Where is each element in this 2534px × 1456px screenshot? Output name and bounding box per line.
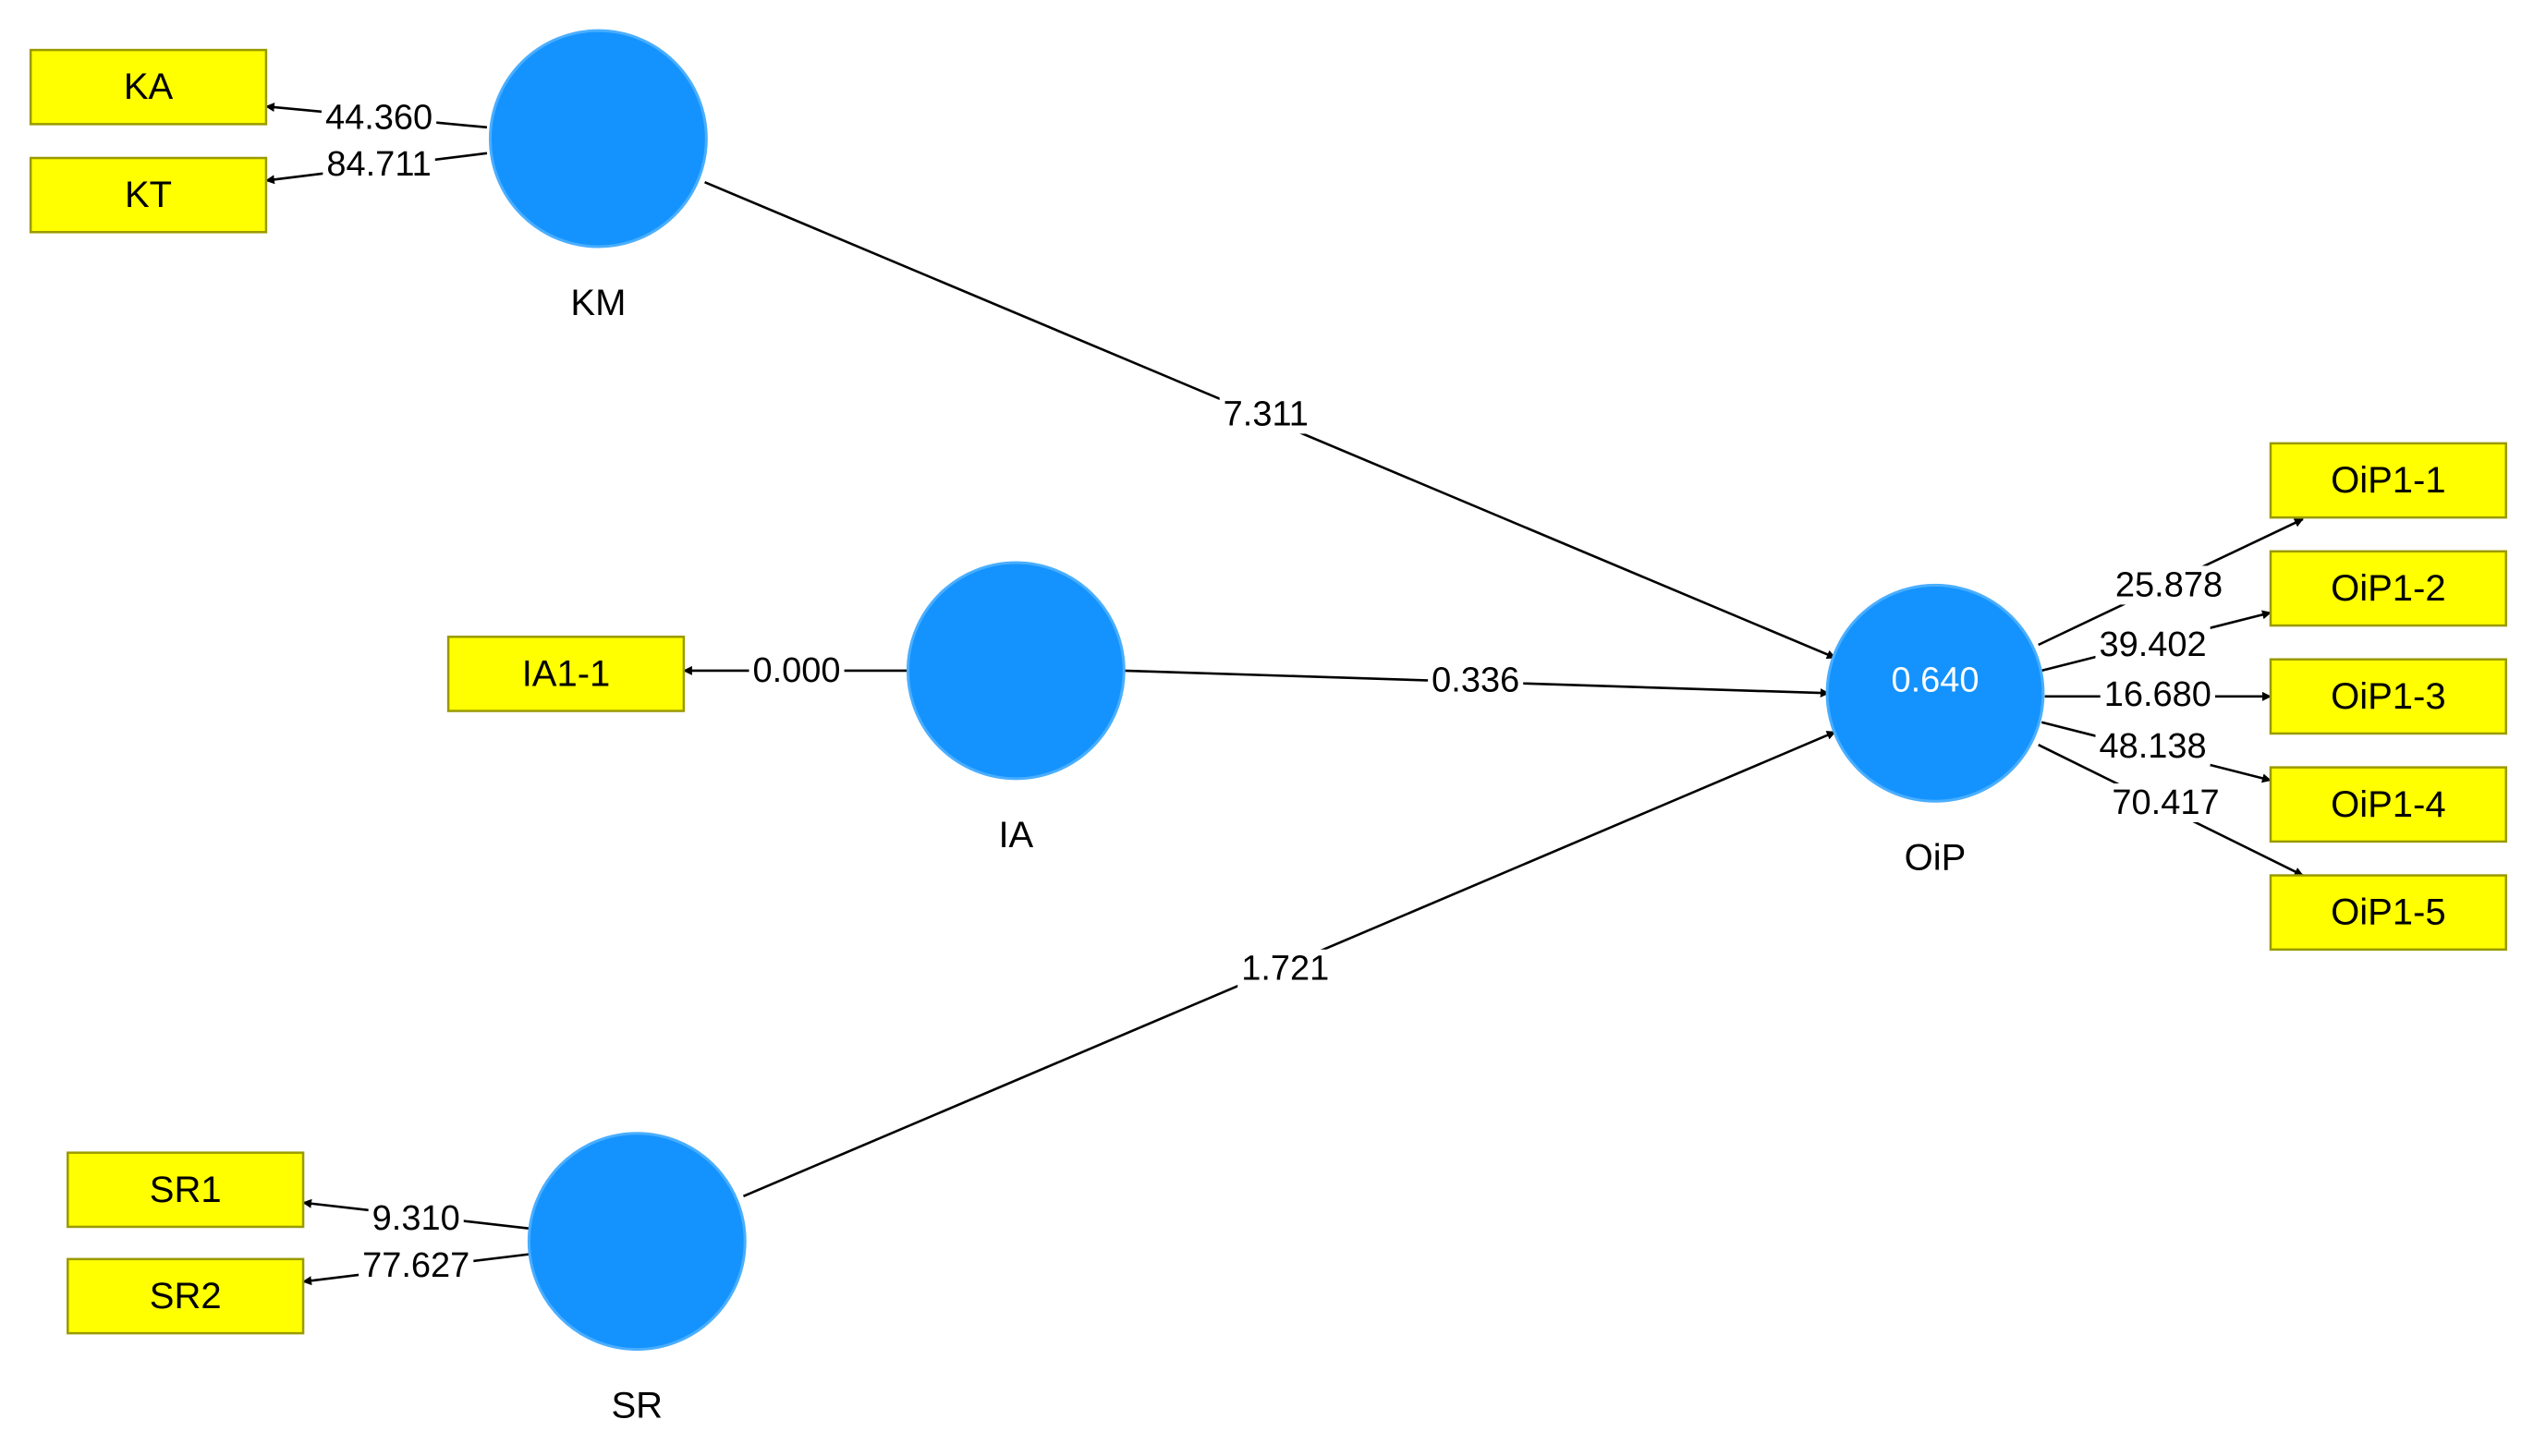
indicator-kt[interactable]: KT <box>29 156 268 234</box>
path-sr-to-oip-value: 1.721 <box>1241 950 1329 989</box>
loading-sr1-value: 9.310 <box>372 1199 460 1238</box>
latent-km[interactable]: KM <box>488 29 708 323</box>
indicator-oip1-2[interactable]: OiP1-2 <box>2269 550 2507 627</box>
indicator-sr1[interactable]: SR1 <box>67 1151 305 1229</box>
path-km-to-oip-value: 7.311 <box>1224 394 1309 433</box>
indicator-oip1-3[interactable]: OiP1-3 <box>2269 658 2507 735</box>
loading-sr1-value-bg <box>368 1199 464 1239</box>
loading-ka-value: 44.360 <box>325 98 432 137</box>
loading-oip1-4-value-bg <box>2095 726 2211 766</box>
latent-label: SR <box>611 1386 663 1426</box>
indicator-label: KT <box>125 175 172 215</box>
indicator-label: KA <box>124 67 174 107</box>
path-ia-to-oip-value: 0.336 <box>1431 661 1519 699</box>
loading-oip1-1-value-bg <box>2111 565 2227 605</box>
latent-circle <box>1825 583 2045 803</box>
indicator-box <box>2269 658 2507 735</box>
latent-circle <box>906 561 1126 781</box>
r-squared-value: 0.640 <box>1891 661 1979 699</box>
latent-sr[interactable]: SR <box>527 1132 747 1426</box>
loading-ia1-1-value: 0.000 <box>752 651 840 690</box>
indicator-label: SR1 <box>150 1170 222 1210</box>
indicator-ia1-1[interactable]: IA1-1 <box>446 636 686 712</box>
indicator-label: OiP1-5 <box>2331 892 2446 933</box>
loading-kt-value: 84.711 <box>326 145 431 184</box>
indicator-label: OiP1-1 <box>2331 460 2446 501</box>
indicator-box <box>2269 874 2507 952</box>
loading-ia1-1-value-bg <box>749 650 845 690</box>
indicator-sr2[interactable]: SR2 <box>67 1257 305 1335</box>
loading-kt-value-bg <box>323 144 435 184</box>
indicator-label: OiP1-2 <box>2331 568 2446 609</box>
path-sr-to-oip-value-bg <box>1237 949 1334 989</box>
indicator-box <box>2269 766 2507 843</box>
latent-label: OiP <box>1905 837 1967 878</box>
latent-circle <box>488 29 708 249</box>
indicator-oip1-4[interactable]: OiP1-4 <box>2269 766 2507 843</box>
loading-oip1-5-value-bg <box>2108 783 2223 823</box>
indicator-box <box>67 1257 305 1335</box>
latent-label: KM <box>570 283 626 323</box>
indicator-label: IA1-1 <box>522 653 611 694</box>
edge-label-layer: 7.311 0.336 1.721 44.360 84.711 0.000 9.310 77.… <box>321 98 2227 1285</box>
indicator-box <box>67 1151 305 1229</box>
loading-sr2-value: 77.627 <box>362 1246 469 1285</box>
latent-label: IA <box>998 815 1033 855</box>
loading-oip1-1-value: 25.878 <box>2115 565 2223 604</box>
indicator-label: OiP1-3 <box>2331 676 2446 717</box>
indicator-oip1-5[interactable]: OiP1-5 <box>2269 874 2507 952</box>
indicator-box <box>29 156 268 234</box>
indicator-label: OiP1-4 <box>2331 784 2446 825</box>
loading-oip1-2-value-bg <box>2095 625 2211 664</box>
indicator-ka[interactable]: KA <box>29 48 268 126</box>
latent-ia[interactable]: IA <box>906 561 1126 855</box>
indicator-box <box>2269 550 2507 627</box>
path-km-to-oip-value-bg <box>1219 394 1312 434</box>
loading-oip1-3-value: 16.680 <box>2104 675 2211 714</box>
indicator-oip1-1[interactable]: OiP1-1 <box>2269 442 2507 519</box>
indicator-box <box>2269 442 2507 519</box>
path-ia-to-oip-value-bg <box>1428 661 1524 700</box>
loading-oip1-2-value: 39.402 <box>2099 625 2206 664</box>
loading-sr2-value-bg <box>359 1245 474 1285</box>
loading-oip1-5-value: 70.417 <box>2112 783 2219 822</box>
loading-oip1-3-value-bg <box>2100 675 2215 715</box>
latent-circle <box>527 1132 747 1352</box>
loading-oip1-4-value: 48.138 <box>2099 727 2206 766</box>
loading-ka-value-bg <box>321 98 437 138</box>
indicator-box <box>446 636 686 712</box>
indicator-label: SR2 <box>150 1276 222 1316</box>
indicator-box <box>29 48 268 126</box>
